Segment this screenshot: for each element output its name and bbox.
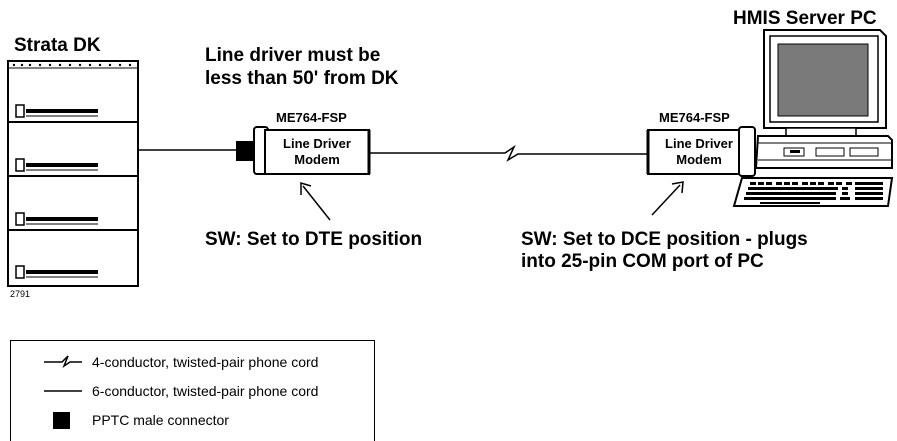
line-driver-note: Line driver must be less than 50' from D… (205, 44, 399, 90)
legend-item-twisted: 4-conductor, twisted-pair phone cord (92, 354, 319, 370)
figure-code: 2791 (10, 289, 31, 299)
strata-dk-title: Strata DK (14, 35, 101, 56)
right-modem-icon (646, 126, 756, 177)
pc-icon (732, 29, 894, 207)
left-arrow (302, 185, 331, 221)
sw-dce-label-line2: into 25-pin COM port of PC (521, 251, 764, 272)
legend (10, 340, 375, 441)
pptc-connector-icon (236, 141, 254, 161)
right-arrow (651, 184, 681, 216)
four-conductor-twisted-cord (369, 144, 648, 162)
line-driver-note-line1: Line driver must be (205, 45, 381, 66)
right-modem-model: ME764-FSP (659, 110, 730, 125)
left-modem-label-line1: Line Driver (283, 136, 351, 151)
hmis-server-pc-title: HMIS Server PC (733, 8, 877, 29)
legend-connector-icon (53, 412, 70, 429)
line-driver-note-line2: less than 50' from DK (205, 68, 399, 89)
legend-twisted-line-icon (44, 355, 82, 368)
legend-item-straight: 6-conductor, twisted-pair phone cord (92, 383, 319, 399)
right-modem-label-line2: Modem (676, 152, 722, 167)
sw-dte-label: SW: Set to DTE position (205, 229, 423, 250)
right-modem-label-line1: Line Driver (665, 136, 733, 151)
left-modem-icon (253, 126, 371, 175)
strata-dk-cabinet-icon (7, 60, 139, 287)
left-modem-label: Line Driver Modem (266, 136, 368, 168)
sw-dce-label: SW: Set to DCE position - plugs into 25-… (521, 229, 808, 273)
legend-item-connector: PPTC male connector (92, 412, 229, 428)
left-modem-model: ME764-FSP (276, 110, 347, 125)
right-modem-label: Line Driver Modem (650, 136, 748, 168)
left-modem-label-line2: Modem (294, 152, 340, 167)
sw-dce-label-line1: SW: Set to DCE position - plugs (521, 229, 808, 250)
